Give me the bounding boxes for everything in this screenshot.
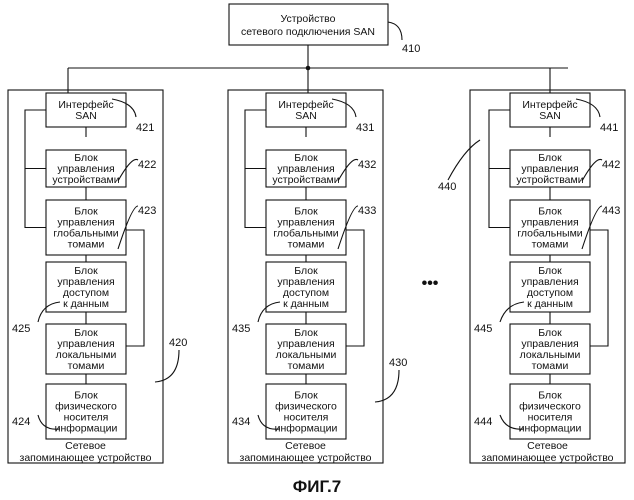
- function-block-3: Блокуправленияглобальнымитомами443: [510, 200, 620, 255]
- block-ref-number: 435: [232, 323, 250, 335]
- global-local-link: [126, 230, 144, 346]
- function-block-3: Блокуправленияглобальнымитомами433: [266, 200, 376, 255]
- function-block-6: Блокфизическогоносителяинформации424: [12, 384, 126, 439]
- block-ref-number: 434: [232, 416, 250, 428]
- block-ref-number: 444: [474, 416, 492, 428]
- block-ref-number: 443: [602, 205, 620, 217]
- storage-footer-line: Сетевое: [65, 440, 106, 452]
- function-block-2: Блокуправленияустройствами432: [266, 150, 376, 187]
- storage-footer-line: Сетевое: [285, 440, 326, 452]
- function-block-6: Блокфизическогоносителяинформации444: [474, 384, 590, 439]
- block-label-line: томами: [288, 239, 325, 251]
- figure-label: ФИГ.7: [293, 477, 341, 496]
- block-ref-number: 424: [12, 416, 30, 428]
- ellipsis: •••: [422, 275, 439, 292]
- storage-footer-line: Сетевое: [527, 440, 568, 452]
- block-ref-number: 432: [358, 159, 376, 171]
- block-ref-number: 423: [138, 205, 156, 217]
- function-block-5: Блокуправлениялокальнымитомами: [510, 324, 590, 374]
- block-label-line: томами: [288, 360, 325, 372]
- storage-ref-leader: [448, 140, 480, 180]
- storage-ref-leader: [375, 370, 399, 402]
- global-local-link: [590, 230, 608, 346]
- function-block-2: Блокуправленияустройствами442: [510, 150, 620, 187]
- block-label-line: к данным: [63, 298, 109, 310]
- block-ref-number: 422: [138, 159, 156, 171]
- block-label-line: томами: [532, 239, 569, 251]
- block-label-line: информации: [275, 423, 338, 435]
- storage-ref-number: 420: [169, 337, 187, 349]
- block-label-line: SAN: [539, 110, 561, 122]
- block-label-line: устройствами: [272, 174, 339, 186]
- storage-ref-number: 440: [438, 181, 456, 193]
- function-block-5: Блокуправлениялокальнымитомами: [266, 324, 346, 374]
- function-block-2: Блокуправленияустройствами422: [46, 150, 156, 187]
- block-label-line: устройствами: [516, 174, 583, 186]
- block-label-line: томами: [68, 239, 105, 251]
- storage-device-column-3: ИнтерфейсSAN441Блокуправленияустройствам…: [438, 68, 625, 464]
- block-ref-number: 421: [136, 122, 154, 134]
- storage-footer-line: запоминающее устройство: [20, 452, 152, 464]
- global-local-link: [346, 230, 364, 346]
- block-label-line: SAN: [295, 110, 317, 122]
- block-ref-number: 441: [600, 122, 618, 134]
- storage-ref-leader: [155, 350, 179, 382]
- block-label-line: SAN: [75, 110, 97, 122]
- storage-footer-line: запоминающее устройство: [482, 452, 614, 464]
- block-label-line: информации: [519, 423, 582, 435]
- function-block-1: ИнтерфейсSAN421: [46, 93, 154, 134]
- storage-device-column-2: ИнтерфейсSAN431Блокуправленияустройствам…: [228, 68, 407, 464]
- storage-footer-line: запоминающее устройство: [240, 452, 372, 464]
- function-block-1: ИнтерфейсSAN441: [510, 93, 618, 134]
- block-ref-number: 445: [474, 323, 492, 335]
- san-device-label-line-2: сетевого подключения SAN: [241, 26, 375, 38]
- block-label-line: устройствами: [52, 174, 119, 186]
- block-label-line: информации: [55, 423, 118, 435]
- block-ref-number: 442: [602, 159, 620, 171]
- block-ref-number: 425: [12, 323, 30, 335]
- block-ref-number: 433: [358, 205, 376, 217]
- block-label-line: томами: [68, 360, 105, 372]
- function-block-1: ИнтерфейсSAN431: [266, 93, 374, 134]
- block-label-line: к данным: [527, 298, 573, 310]
- function-block-6: Блокфизическогоносителяинформации434: [232, 384, 346, 439]
- storage-ref-number: 430: [389, 357, 407, 369]
- san-device-label-line-1: Устройство: [281, 13, 336, 25]
- san-device-ref-leader: [388, 22, 402, 40]
- block-ref-number: 431: [356, 122, 374, 134]
- function-block-5: Блокуправлениялокальнымитомами: [46, 324, 126, 374]
- storage-columns: ИнтерфейсSAN421Блокуправленияустройствам…: [8, 68, 625, 464]
- block-label-line: томами: [532, 360, 569, 372]
- storage-device-column-1: ИнтерфейсSAN421Блокуправленияустройствам…: [8, 68, 187, 464]
- block-label-line: к данным: [283, 298, 329, 310]
- san-device-ref: 410: [402, 43, 420, 55]
- function-block-3: Блокуправленияглобальнымитомами423: [46, 200, 156, 255]
